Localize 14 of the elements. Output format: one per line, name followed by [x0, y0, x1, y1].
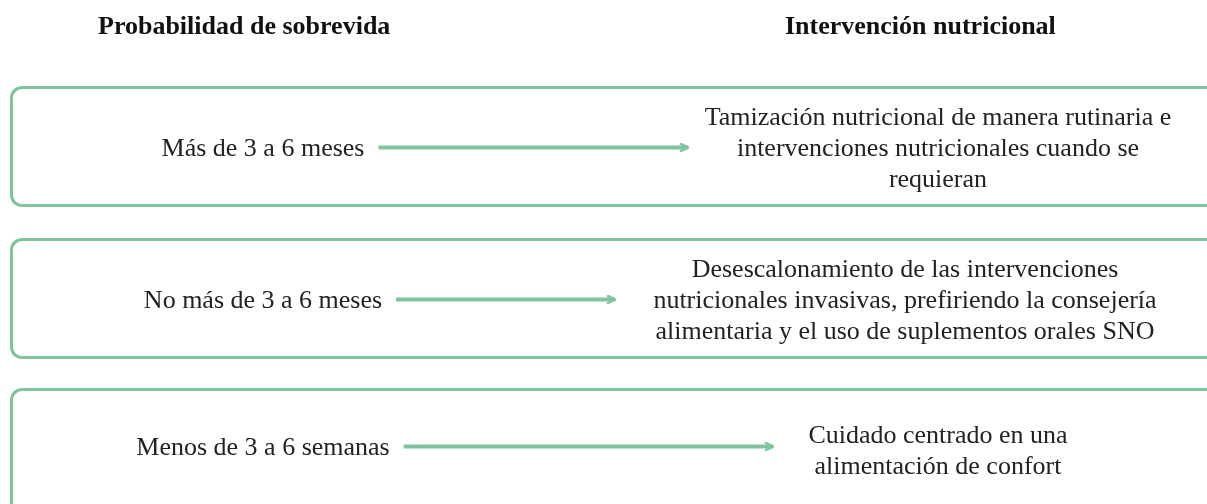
band-box [10, 388, 1207, 504]
arrow [403, 441, 775, 452]
column-heading: Intervención nutricional [785, 10, 1056, 42]
node-text: Menos de 3 a 6 semanas [136, 431, 390, 462]
arrow [378, 142, 690, 153]
node-text: Cuidado centrado en una alimentación de confort [783, 419, 1093, 481]
node-text: No más de 3 a 6 meses [143, 284, 383, 315]
node-text: Desescalonamiento de las intervenciones nutricionales invasivas, prefiriendo la consejería alimentaria y el uso de suplementos orales SNO [625, 253, 1185, 346]
node-text: Más de 3 a 6 meses [161, 132, 365, 163]
band-box [10, 86, 1207, 207]
band-box [10, 238, 1207, 359]
node-text: Tamización nutricional de manera rutinaria e intervenciones nutricionales cuando se requieran [698, 101, 1178, 194]
column-heading: Probabilidad de sobrevida [98, 10, 391, 42]
arrow [396, 294, 617, 305]
